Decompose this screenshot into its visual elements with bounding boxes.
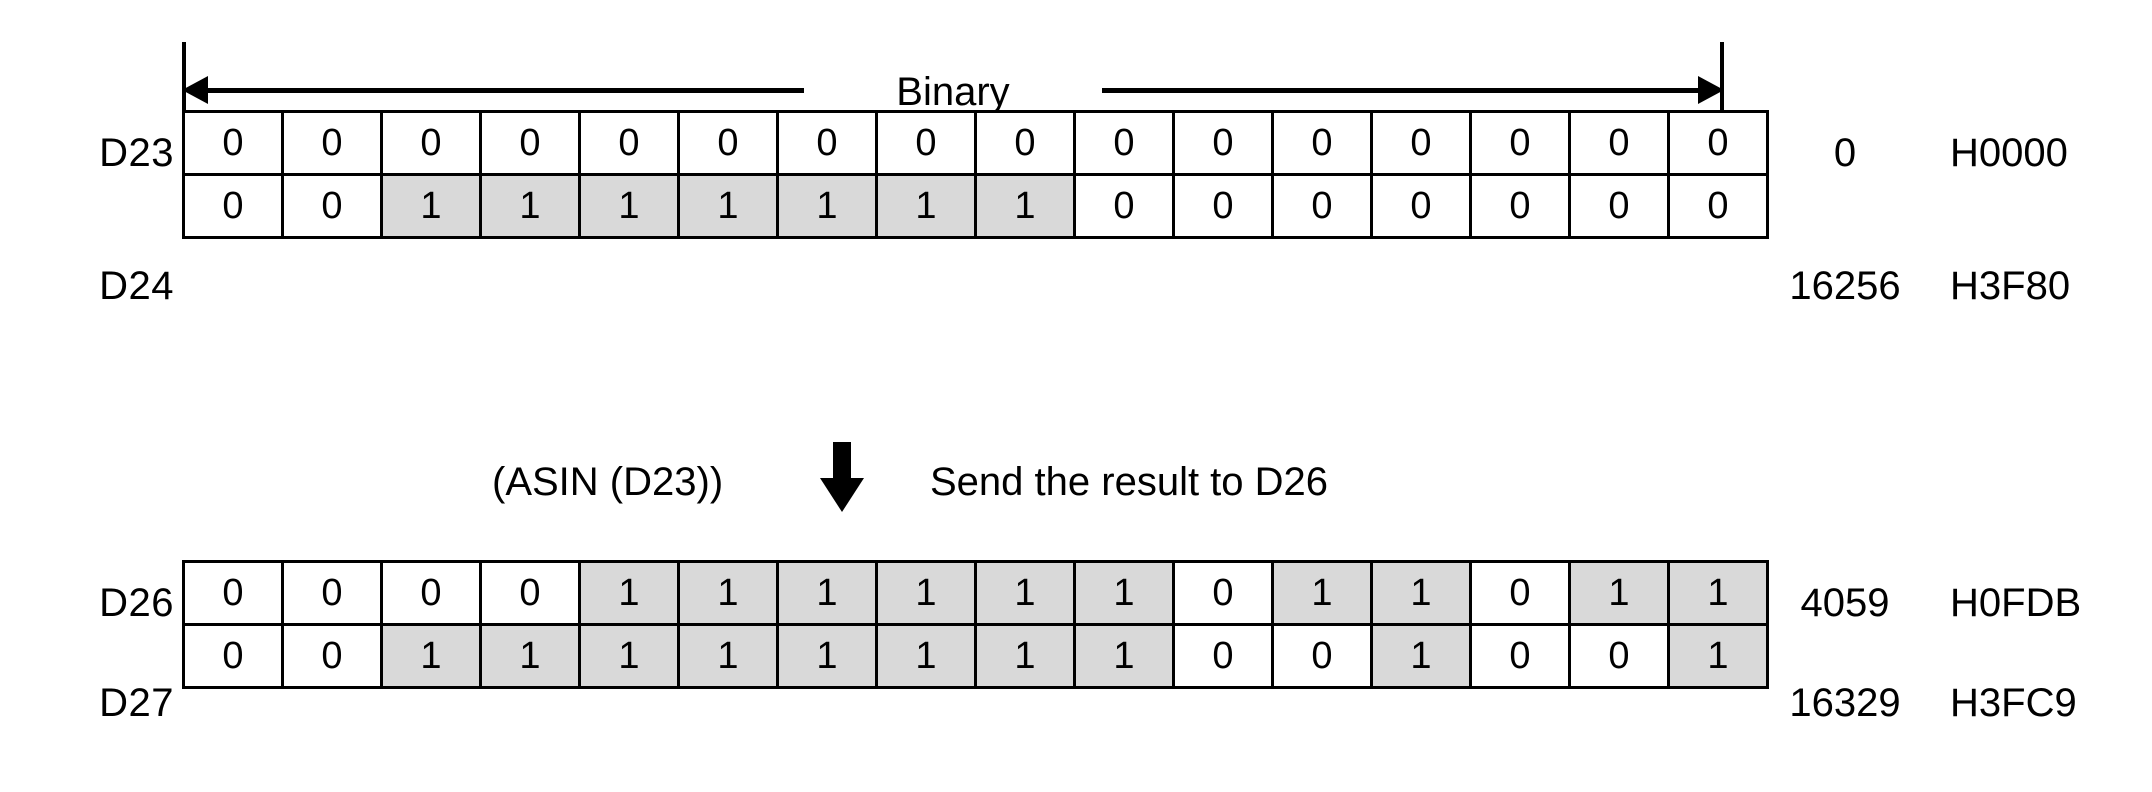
bottom-bit-cell: 1 <box>1667 623 1769 689</box>
row-label-d26: D26 <box>99 581 174 625</box>
decimal-value-d26: 4059 <box>1800 581 1890 625</box>
top-bit-cell: 1 <box>974 173 1076 239</box>
bottom-bit-cell: 0 <box>1469 623 1571 689</box>
arrow-left-icon <box>182 76 208 104</box>
top-bit-cell: 0 <box>182 173 284 239</box>
bottom-bit-cell: 1 <box>578 560 680 626</box>
top-bit-cell: 0 <box>1568 173 1670 239</box>
bottom-bit-cell: 0 <box>1568 623 1670 689</box>
bottom-bit-cell: 0 <box>182 623 284 689</box>
binary-span-header: Binary <box>182 42 1724 112</box>
bottom-bit-cell: 0 <box>1172 560 1274 626</box>
arrow-right-icon <box>1698 76 1724 104</box>
binary-arrow-line-left <box>204 88 804 93</box>
bottom-bit-cell: 0 <box>380 560 482 626</box>
bottom-bit-cell: 0 <box>281 560 383 626</box>
top-bit-cell: 0 <box>1667 110 1769 176</box>
bottom-bit-cell: 1 <box>974 623 1076 689</box>
bottom-bit-cell: 1 <box>1568 560 1670 626</box>
function-expression-text: (ASIN (D23)) <box>492 460 724 504</box>
top-bit-cell: 1 <box>578 173 680 239</box>
bottom-bit-cell: 1 <box>479 623 581 689</box>
top-bit-cell: 1 <box>479 173 581 239</box>
bottom-bit-cell: 1 <box>1667 560 1769 626</box>
top-bit-cell: 0 <box>578 110 680 176</box>
top-bit-cell: 0 <box>281 173 383 239</box>
bottom-bit-cell: 1 <box>1073 560 1175 626</box>
hex-value-d27: H3FC9 <box>1950 681 2077 725</box>
top-bit-cell: 0 <box>1073 110 1175 176</box>
bottom-bit-cell: 1 <box>380 623 482 689</box>
bottom-bit-cell: 1 <box>1271 560 1373 626</box>
bottom-bit-cell: 1 <box>1370 560 1472 626</box>
top-bit-cell: 0 <box>380 110 482 176</box>
top-bit-cell: 0 <box>479 110 581 176</box>
row-label-d23: D23 <box>99 131 174 175</box>
bottom-bit-cell: 0 <box>281 623 383 689</box>
top-bit-cell: 1 <box>776 173 878 239</box>
top-bit-cell: 0 <box>677 110 779 176</box>
instruction-text: Send the result to D26 <box>930 460 1329 504</box>
top-bit-cell: 0 <box>1469 173 1571 239</box>
top-bit-cell: 0 <box>1172 110 1274 176</box>
bottom-bit-cell: 1 <box>1073 623 1175 689</box>
top-bit-cell: 0 <box>182 110 284 176</box>
top-bit-cell: 0 <box>1469 110 1571 176</box>
decimal-value-d27: 16329 <box>1789 681 1901 725</box>
top-bit-cell: 0 <box>1073 173 1175 239</box>
bottom-bit-cell: 1 <box>578 623 680 689</box>
bottom-bit-cell: 1 <box>677 623 779 689</box>
row-label-d27: D27 <box>99 681 174 725</box>
top-bit-cell: 1 <box>380 173 482 239</box>
top-bit-cell: 0 <box>974 110 1076 176</box>
hex-value-d26: H0FDB <box>1950 581 2082 625</box>
bottom-bit-cell: 0 <box>1172 623 1274 689</box>
bottom-bit-cell: 0 <box>1469 560 1571 626</box>
bottom-bit-cell: 0 <box>479 560 581 626</box>
top-bit-cell: 0 <box>776 110 878 176</box>
row-label-d24: D24 <box>99 264 174 308</box>
bottom-bit-cell: 1 <box>974 560 1076 626</box>
top-bit-cell: 0 <box>1370 110 1472 176</box>
top-bit-cell: 1 <box>677 173 779 239</box>
bottom-bit-cell: 0 <box>182 560 284 626</box>
decimal-value-d23: 0 <box>1833 131 1857 175</box>
bottom-bit-cell: 1 <box>776 560 878 626</box>
bottom-bit-cell: 1 <box>677 560 779 626</box>
top-bit-cell: 0 <box>1271 173 1373 239</box>
decimal-value-d24: 16256 <box>1789 264 1901 308</box>
hex-value-d24: H3F80 <box>1950 264 2071 308</box>
down-arrow-icon <box>820 442 864 512</box>
top-bit-cell: 0 <box>1172 173 1274 239</box>
binary-label: Binary <box>874 72 1032 112</box>
top-bit-cell: 0 <box>875 110 977 176</box>
bottom-bit-cell: 1 <box>875 623 977 689</box>
top-bit-cell: 0 <box>1667 173 1769 239</box>
top-bit-cell: 0 <box>1370 173 1472 239</box>
top-bit-cell: 0 <box>1271 110 1373 176</box>
binary-arrow-line-right <box>1102 88 1702 93</box>
top-bit-cell: 0 <box>1568 110 1670 176</box>
bottom-bit-cell: 1 <box>776 623 878 689</box>
top-bit-cell: 1 <box>875 173 977 239</box>
bottom-bit-cell: 1 <box>875 560 977 626</box>
top-bit-cell: 0 <box>281 110 383 176</box>
bottom-bit-cell: 1 <box>1370 623 1472 689</box>
bottom-bit-cell: 0 <box>1271 623 1373 689</box>
hex-value-d23: H0000 <box>1950 131 2068 175</box>
